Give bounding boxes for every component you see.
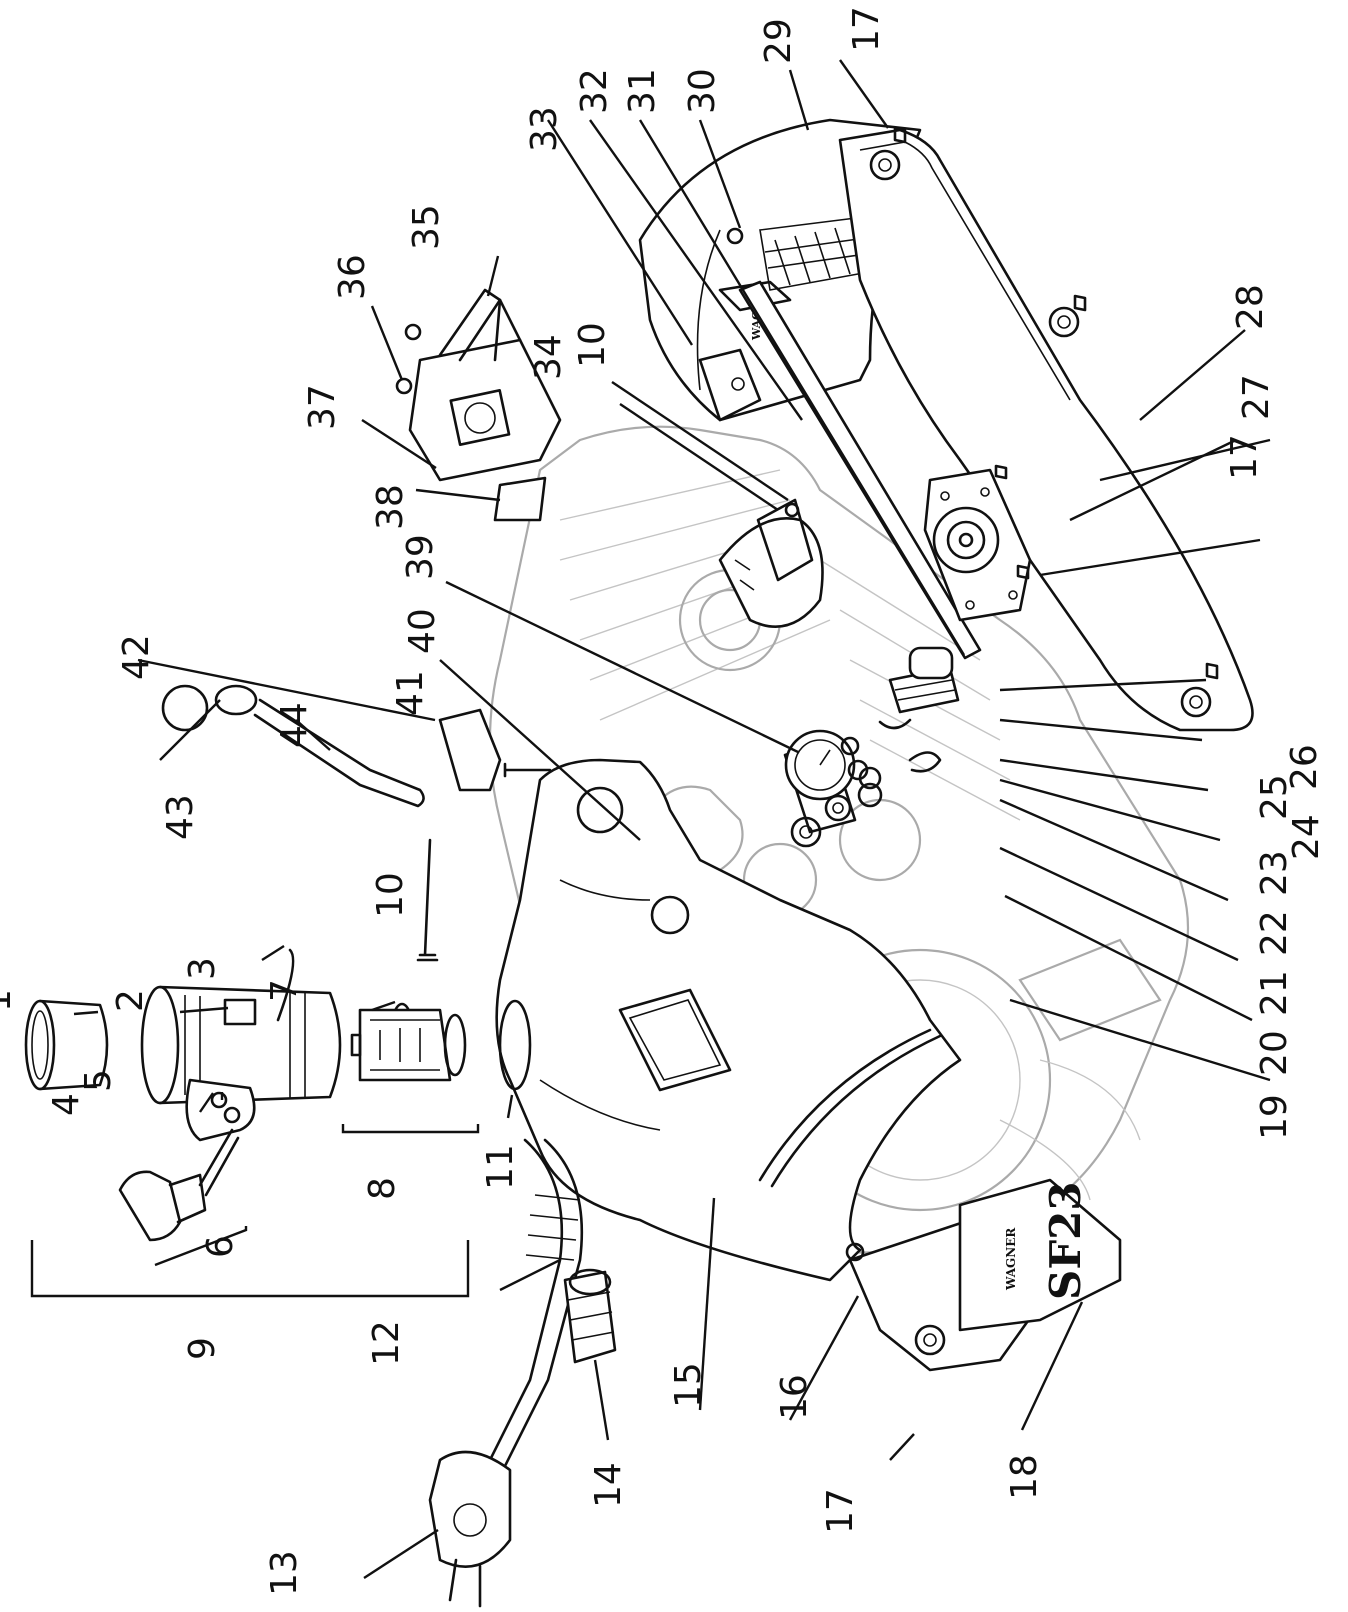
callout-22: 22 <box>1254 910 1295 956</box>
callout-39: 39 <box>400 534 441 580</box>
callout-10-top: 10 <box>572 322 613 368</box>
mount-plate <box>923 464 1032 622</box>
callout-1: 1 <box>0 989 19 1012</box>
pressure-knob <box>718 498 824 628</box>
callout-12: 12 <box>366 1320 407 1366</box>
callout-44: 44 <box>274 702 315 748</box>
callout-13: 13 <box>264 1550 305 1596</box>
callout-33: 33 <box>524 106 565 152</box>
front-housing <box>495 758 962 1282</box>
callout-2: 2 <box>110 989 151 1012</box>
callout-3: 3 <box>182 957 223 980</box>
o-ring-11 <box>498 999 532 1091</box>
callout-17-right: 17 <box>1224 434 1265 480</box>
strip-31 <box>738 280 982 660</box>
callout-16: 16 <box>774 1374 815 1420</box>
callout-30: 30 <box>682 68 723 114</box>
callout-6: 6 <box>200 1235 241 1258</box>
callout-27: 27 <box>1236 374 1277 420</box>
callout-9: 9 <box>182 1337 223 1360</box>
callout-38: 38 <box>370 484 411 530</box>
callout-35: 35 <box>406 204 447 250</box>
callout-23: 23 <box>1254 850 1295 896</box>
power-plug <box>428 1450 512 1608</box>
callout-32: 32 <box>574 68 615 114</box>
power-socket <box>395 288 562 482</box>
drain-screw-6 <box>118 1091 241 1242</box>
cap-42 <box>161 684 258 732</box>
callout-25: 25 <box>1254 774 1295 820</box>
callout-labels: 1 2 3 4 5 6 7 8 9 10 10 11 12 13 14 15 1… <box>0 6 1327 1596</box>
side-panel <box>838 126 1254 732</box>
badge-brand: WAGNER <box>1004 1227 1018 1291</box>
callout-10-left: 10 <box>370 872 411 918</box>
power-cord <box>468 1138 584 1502</box>
pressure-gauge <box>783 729 882 834</box>
callout-28: 28 <box>1230 284 1271 330</box>
callout-17-bottom: 17 <box>820 1488 861 1534</box>
bracket-44 <box>253 698 425 808</box>
screw-10-shell <box>503 762 552 778</box>
callout-19: 19 <box>1254 1094 1295 1140</box>
valve-insert-8 <box>350 1008 467 1082</box>
leader-lines <box>30 59 1271 1580</box>
callout-41: 41 <box>390 670 431 716</box>
callout-31: 31 <box>622 68 663 114</box>
safety-valve <box>878 646 960 773</box>
filter-housing-2 <box>140 948 342 1142</box>
callout-43: 43 <box>160 794 201 840</box>
label-41 <box>438 708 502 792</box>
callout-8: 8 <box>362 1177 403 1200</box>
callout-14: 14 <box>588 1462 629 1508</box>
callout-40: 40 <box>402 608 443 654</box>
callout-18: 18 <box>1004 1454 1045 1500</box>
callout-21: 21 <box>1254 970 1295 1016</box>
callout-34: 34 <box>528 334 569 380</box>
callout-11: 11 <box>480 1144 521 1190</box>
screw-10-left <box>416 838 439 962</box>
callout-17-top: 17 <box>846 6 887 52</box>
label-38 <box>493 476 547 522</box>
callout-15: 15 <box>668 1362 709 1408</box>
callout-42: 42 <box>116 634 157 680</box>
model-badge: SF23 <box>1041 1181 1090 1300</box>
filter-cap-1 <box>24 999 109 1091</box>
callout-37: 37 <box>302 384 343 430</box>
quick-coupling <box>563 1268 617 1364</box>
callout-20: 20 <box>1254 1030 1295 1076</box>
callout-24: 24 <box>1286 814 1327 860</box>
callout-26: 26 <box>1284 744 1325 790</box>
callout-29: 29 <box>758 18 799 64</box>
callout-4: 4 <box>46 1093 87 1116</box>
callout-7: 7 <box>264 979 305 1002</box>
callout-5: 5 <box>78 1069 119 1092</box>
callout-36: 36 <box>332 254 373 300</box>
model-badge-plate: SF23 WAGNER <box>958 1178 1122 1332</box>
